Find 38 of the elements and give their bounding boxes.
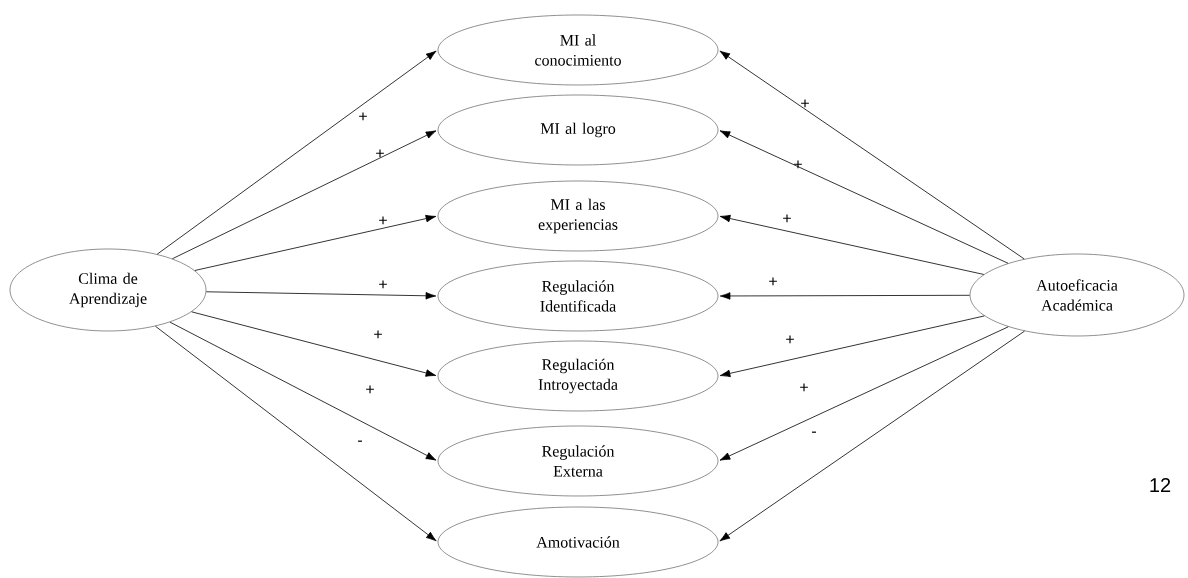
- ellipse-node: Autoeficacia Académica: [969, 253, 1185, 337]
- arrow: [156, 50, 437, 255]
- edge-label: +: [374, 330, 382, 339]
- page-number: 12: [1150, 478, 1171, 492]
- arrow: [169, 321, 437, 461]
- arrow: [191, 311, 437, 377]
- edge-label: +: [786, 335, 794, 344]
- ellipse-node: MI al logro: [437, 94, 719, 166]
- arrow: [155, 325, 437, 542]
- edge-label: +: [801, 99, 809, 108]
- edge-label: +: [769, 277, 777, 286]
- arrow: [719, 330, 1025, 542]
- edge-label: +: [783, 214, 791, 223]
- arrow: [719, 315, 985, 378]
- edge-label: +: [366, 385, 374, 394]
- arrow: [194, 214, 437, 271]
- arrow: [719, 130, 1009, 264]
- edge-label: +: [794, 160, 802, 169]
- ellipse-node: Regulación Identificada: [437, 260, 719, 332]
- arrow: [719, 292, 970, 300]
- edge-label: +: [376, 149, 384, 158]
- edge-label: +: [379, 280, 387, 289]
- ellipse-node: MI a las experiencias: [437, 180, 719, 252]
- arrow: [172, 130, 437, 260]
- ellipse-node: Clima de Aprendizaje: [9, 248, 207, 332]
- arrow: [719, 326, 1009, 461]
- edge-label: -: [358, 440, 362, 442]
- edge-label: +: [379, 216, 387, 225]
- arrow: [719, 50, 1025, 260]
- arrow: [719, 214, 985, 275]
- ellipse-node: Amotivación: [437, 506, 719, 578]
- edge-label: +: [359, 112, 367, 121]
- ellipse-node: Regulación Externa: [437, 425, 719, 497]
- ellipse-node: Regulación Introyectada: [437, 340, 719, 412]
- arrow: [205, 291, 437, 300]
- ellipse-node: MI al conocimiento: [437, 14, 719, 86]
- edge-label: +: [800, 383, 808, 392]
- edge-label: -: [812, 431, 816, 433]
